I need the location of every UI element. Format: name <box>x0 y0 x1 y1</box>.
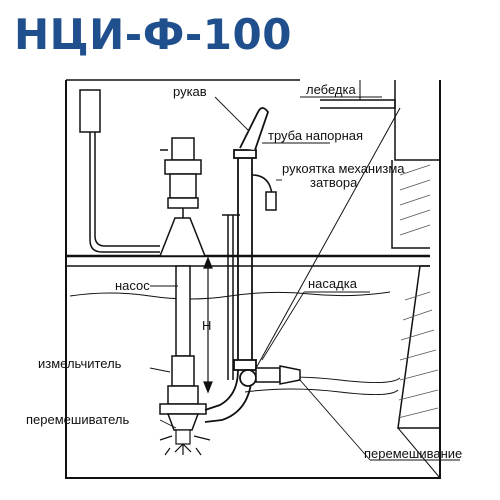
label-mixing: перемешивание <box>364 446 462 461</box>
winch-rope <box>254 107 401 371</box>
wall-hatching <box>397 164 439 419</box>
liquid-surface <box>69 291 401 396</box>
label-winch: лебедка <box>306 82 356 97</box>
height-arrow <box>203 256 213 394</box>
pressure-pipe <box>204 149 257 423</box>
label-grinder: измельчитель <box>38 356 122 371</box>
nozzle <box>255 365 301 385</box>
motor <box>158 137 207 257</box>
label-valve-handle-1: рукоятка механизма <box>282 161 405 176</box>
pump-column <box>159 265 207 431</box>
label-valve-handle-2: затвора <box>310 175 358 190</box>
label-agitator: перемешиватель <box>26 412 129 427</box>
page-title: НЦИ-Ф-100 <box>14 10 292 59</box>
control-box <box>79 89 160 253</box>
hose <box>239 107 270 151</box>
label-height: H <box>202 318 211 333</box>
label-pump: насос <box>115 278 150 293</box>
pit-walls <box>65 79 441 479</box>
agitator <box>159 429 211 456</box>
label-nozzle: насадка <box>308 276 358 291</box>
label-pressure-pipe: труба напорная <box>268 128 363 143</box>
label-hose: рукав <box>173 84 207 99</box>
valve-mechanism <box>222 174 277 380</box>
leader-lines <box>149 96 460 461</box>
